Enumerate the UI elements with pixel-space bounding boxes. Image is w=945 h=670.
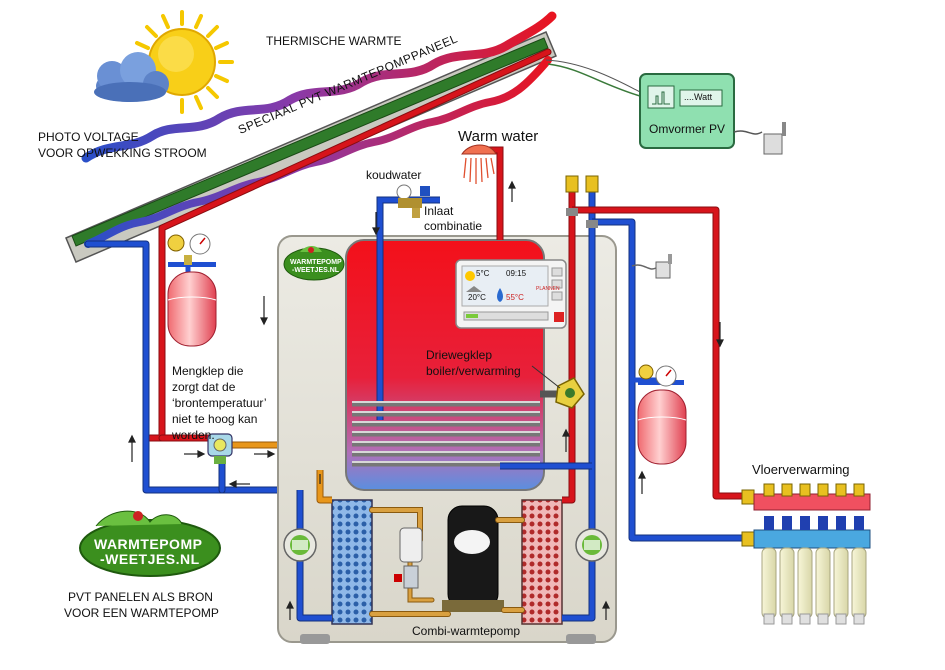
sun-icon: [130, 10, 234, 114]
three-way-valve: [531, 365, 585, 409]
controller-room-temp: 20°C: [468, 293, 486, 302]
valve-icons: [565, 175, 599, 228]
logo-text-2: -WEETJES.NL: [100, 551, 200, 567]
mixing-valve-label-1: Mengklep die: [172, 364, 244, 378]
inverter-display-text: ....Watt: [684, 92, 713, 102]
controller-label: PLANNEN: [536, 286, 560, 292]
photo-voltage-sub-label: VOOR OPWEKKING STROOM: [38, 146, 207, 160]
internal-water-pipes: [296, 178, 596, 622]
small-logo-text-1: WARMTEPOMP: [290, 259, 342, 266]
inlet-combination-sub-label: combinatie: [424, 219, 483, 233]
expansion-valve: [394, 527, 423, 589]
logo-icon: [79, 510, 221, 577]
cold-water-inlet: [376, 184, 440, 420]
thermal-heat-label: THERMISCHE WARMTE: [266, 34, 402, 48]
controller-panel: [455, 259, 567, 329]
compressor: [442, 505, 504, 612]
condenser-heat-exchanger: [521, 499, 563, 625]
expansion-vessel-right: [637, 364, 687, 465]
small-logo: [283, 246, 345, 281]
controller-outdoor-temp: 5°C: [476, 269, 490, 278]
sensor-icon: [631, 254, 672, 279]
three-way-valve-sub-label: boiler/verwarming: [426, 364, 521, 378]
mixing-valve-label-3: ‘brontemperatuur’: [172, 396, 267, 410]
mixing-valve-label-5: worden.: [172, 428, 215, 442]
floor-heating-supply: [572, 206, 742, 542]
logo-text-1: WARMTEPOMP: [94, 536, 203, 552]
pvt-panel: [65, 11, 557, 263]
cloud-icon: [94, 52, 169, 102]
controller-water-temp: 55°C: [506, 293, 524, 302]
panel-supply-pipe: [84, 48, 552, 494]
three-way-valve-label: Driewegklep: [426, 348, 493, 362]
tank-heating-coil: [352, 401, 540, 467]
floor-heating-manifold: [741, 483, 871, 625]
expansion-vessel-left: [167, 233, 217, 347]
mixing-valve-label-2: zorgt dat de: [172, 380, 236, 394]
floor-heating-label: Vloerverwarming: [752, 462, 850, 477]
heating-pump: [575, 528, 609, 562]
warm-water-label: Warm water: [458, 128, 539, 145]
inverter-box: [545, 59, 786, 155]
source-heat-exchanger: [331, 499, 373, 625]
combi-heat-pump-label: Combi-warmtepomp: [412, 624, 521, 638]
flow-arrows: [128, 180, 724, 620]
inverter-label: Omvormer PV: [649, 122, 726, 136]
caption-line-2: VOOR EEN WARMTEPOMP: [64, 606, 219, 620]
shower-head-icon: [461, 144, 504, 240]
mixing-valve: [207, 433, 233, 464]
source-pump: [283, 528, 317, 562]
small-logo-text-2: -WEETJES.NL: [292, 267, 340, 274]
photo-voltage-label: PHOTO VOLTAGE: [38, 130, 139, 144]
caption-line-1: PVT PANELEN ALS BRON: [68, 590, 213, 604]
cold-water-label: koudwater: [366, 168, 422, 182]
mixing-valve-label-4: niet te hoog kan: [172, 412, 258, 426]
inlet-combination-label: Inlaat: [424, 204, 454, 218]
controller-time: 09:15: [506, 269, 527, 278]
